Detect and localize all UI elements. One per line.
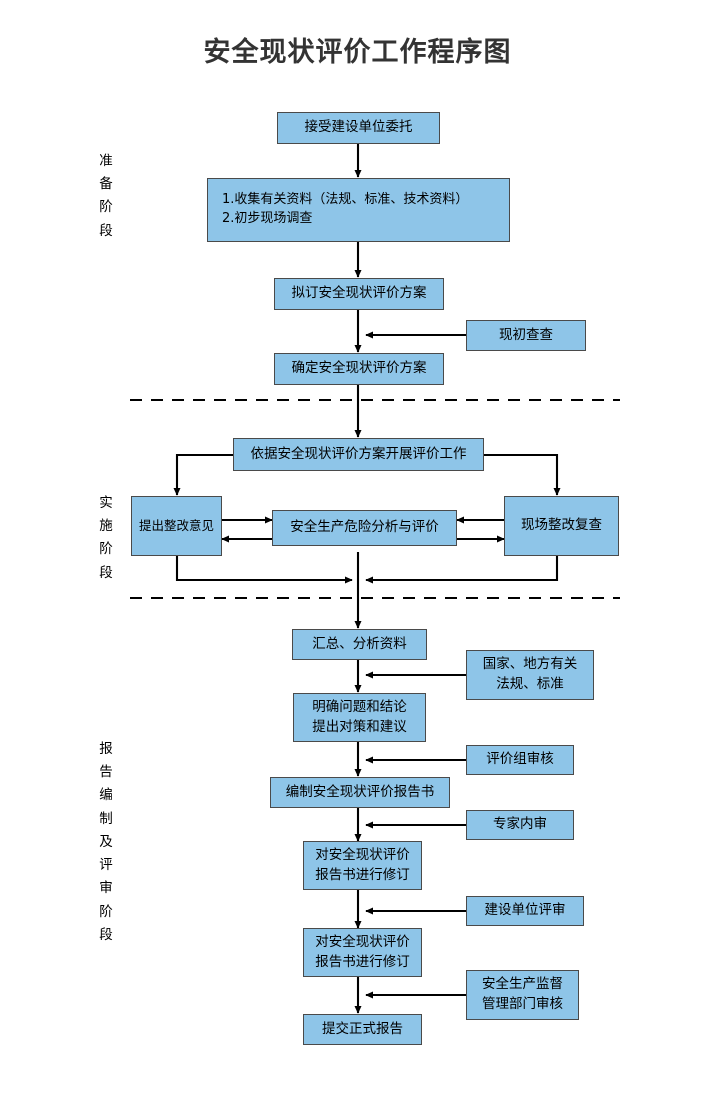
node-label: 提出对策和建议	[312, 718, 407, 735]
node-accept-commission[interactable]: 接受建设单位委托	[277, 112, 440, 144]
page-title: 安全现状评价工作程序图	[203, 37, 512, 68]
stage-char: 段	[99, 926, 113, 943]
node-label: 法规、标准	[496, 676, 564, 692]
node-label: 建设单位评审	[484, 902, 566, 919]
node-summarize-analyze[interactable]: 汇总、分析资料	[292, 629, 427, 660]
stage-char: 实	[99, 495, 113, 511]
node-label: 1.收集有关资料（法规、标准、技术资料）	[222, 192, 469, 208]
node-revise-report-second[interactable]: 对安全现状评价 报告书进行修订	[303, 928, 422, 977]
stage-label-preparation: 准 备 阶 段	[93, 150, 119, 243]
node-review-group-audit[interactable]: 评价组审核	[466, 745, 574, 775]
node-label: 编制安全现状评价报告书	[285, 783, 435, 800]
stage-char: 编	[99, 787, 113, 804]
node-label: 现初查查	[499, 326, 553, 343]
node-label: 专家内审	[493, 816, 547, 833]
node-label: 管理部门审核	[482, 996, 563, 1012]
node-label: 报告书进行修订	[315, 866, 410, 883]
node-revise-report-first[interactable]: 对安全现状评价 报告书进行修订	[303, 841, 422, 890]
node-label: 汇总、分析资料	[312, 635, 407, 652]
stage-char: 报	[99, 741, 113, 757]
node-label: 接受建设单位委托	[304, 119, 413, 136]
node-risk-analysis[interactable]: 安全生产危险分析与评价	[272, 510, 457, 546]
stage-char: 制	[99, 810, 113, 827]
node-compile-report[interactable]: 编制安全现状评价报告书	[270, 777, 450, 808]
node-propose-rectification[interactable]: 提出整改意见	[131, 496, 222, 556]
stage-char: 阶	[99, 199, 113, 216]
stage-char: 阶	[99, 903, 113, 920]
stage-char: 备	[99, 176, 113, 193]
node-collect-data[interactable]: 1.收集有关资料（法规、标准、技术资料） 2.初步现场调查	[207, 178, 510, 242]
node-label: 对安全现状评价	[315, 846, 410, 863]
stage-char: 审	[99, 880, 113, 897]
node-draft-plan[interactable]: 拟订安全现状评价方案	[274, 278, 444, 310]
node-clarify-problems[interactable]: 明确问题和结论 提出对策和建议	[293, 693, 426, 742]
node-label: 依据安全现状评价方案开展评价工作	[250, 445, 467, 462]
stage-char: 段	[99, 222, 113, 239]
node-carry-out-evaluation[interactable]: 依据安全现状评价方案开展评价工作	[233, 438, 484, 471]
node-label: 国家、地方有关	[482, 656, 578, 673]
stage-char: 段	[99, 564, 113, 581]
node-label: 提出整改意见	[138, 517, 214, 533]
node-label: 安全生产危险分析与评价	[290, 519, 439, 536]
stage-char: 评	[99, 857, 113, 874]
node-label: 拟订安全现状评价方案	[291, 285, 427, 302]
stage-char: 施	[99, 518, 113, 535]
node-label: 对安全现状评价	[315, 933, 410, 950]
node-onsite-recheck[interactable]: 现场整改复查	[504, 496, 619, 556]
stage-char: 阶	[99, 541, 113, 558]
stage-char: 准	[99, 153, 113, 169]
node-confirm-plan[interactable]: 确定安全现状评价方案	[274, 353, 444, 385]
node-expert-internal-review[interactable]: 专家内审	[466, 810, 574, 840]
node-submit-final-report[interactable]: 提交正式报告	[303, 1014, 422, 1045]
node-owner-review[interactable]: 建设单位评审	[466, 896, 584, 926]
node-label: 明确问题和结论	[312, 698, 407, 715]
node-preliminary-survey[interactable]: 现初查查	[466, 320, 586, 351]
node-label: 报告书进行修订	[315, 953, 410, 970]
node-label: 安全生产监督	[482, 976, 563, 993]
node-label: 评价组审核	[486, 751, 554, 768]
stage-char: 告	[99, 764, 113, 781]
node-label: 提交正式报告	[322, 1020, 403, 1037]
stage-char: 及	[99, 833, 113, 850]
stage-label-reporting-review: 报 告 编 制 及 评 审 阶 段	[93, 738, 119, 947]
node-label: 确定安全现状评价方案	[291, 360, 427, 377]
node-label: 2.初步现场调查	[222, 211, 313, 226]
node-safety-supervision-review[interactable]: 安全生产监督 管理部门审核	[466, 970, 579, 1020]
stage-label-implementation: 实 施 阶 段	[93, 492, 119, 585]
node-label: 现场整改复查	[521, 517, 602, 534]
node-national-local-regulations[interactable]: 国家、地方有关 法规、标准	[466, 650, 594, 700]
